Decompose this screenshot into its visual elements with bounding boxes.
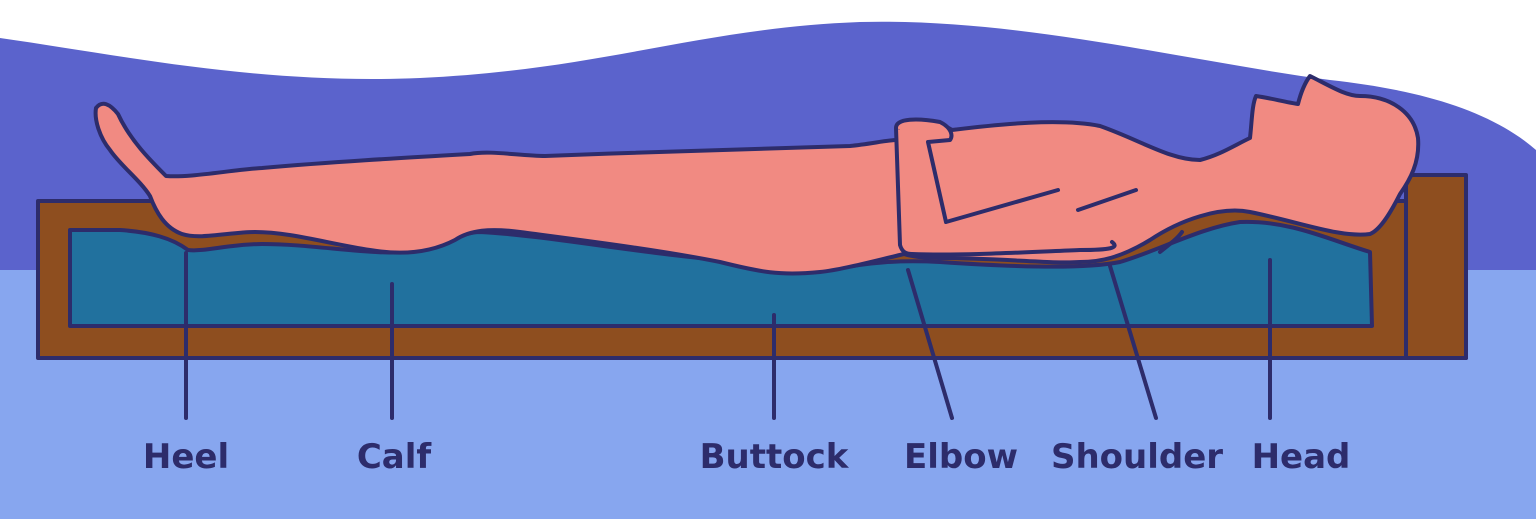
elbow-leader-line [906,268,954,420]
shoulder-leader-line [1108,264,1158,420]
label-head: Head [1252,437,1351,477]
mattress-headboard [1404,173,1468,360]
shoulder-crease [1158,230,1184,254]
person-body [93,74,1421,276]
torso-line [1076,188,1138,212]
leader-lines [184,251,1272,420]
person-arm [894,117,1117,257]
label-buttock: Buttock [700,437,850,477]
label-calf: Calf [357,437,433,477]
body-part-labels: Heel Calf Buttock Elbow Shoulder Head [143,437,1351,477]
label-shoulder: Shoulder [1051,437,1223,477]
label-elbow: Elbow [904,437,1018,477]
label-heel: Heel [143,437,229,477]
